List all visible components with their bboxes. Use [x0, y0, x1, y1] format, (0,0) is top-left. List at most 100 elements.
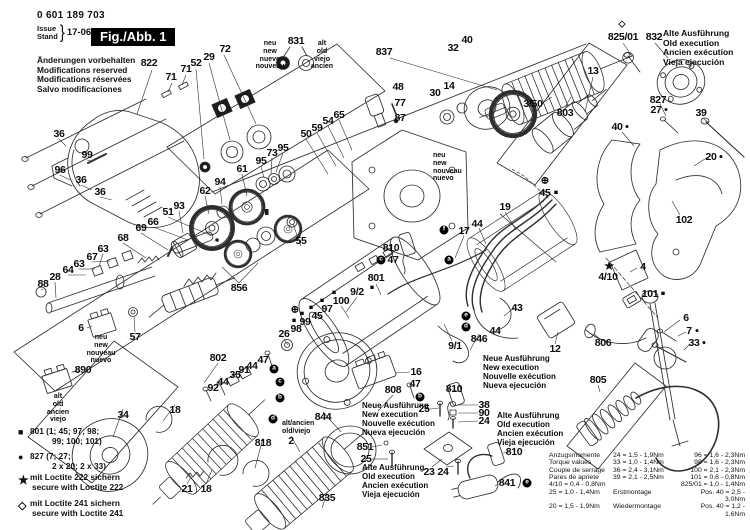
annotation-line: Alte Ausführung: [362, 463, 425, 472]
annotation-line: New execution: [362, 409, 419, 419]
figure-badge: Fig./Abb. 1: [91, 28, 176, 46]
part-label: 16: [410, 366, 422, 378]
marker-icon: ⊕: [540, 175, 550, 187]
part-label: 844: [314, 411, 332, 423]
annotation-line: Alte Ausführung: [663, 28, 730, 38]
torque-cell: Torque values: [549, 459, 592, 467]
annotation-line: Old execution: [362, 471, 415, 481]
part-label: 64: [62, 264, 74, 276]
part-label: 45: [539, 187, 551, 199]
part-label: 17: [458, 225, 470, 237]
part-label: 68: [117, 232, 129, 244]
part-label: 802: [209, 352, 227, 364]
notice-line: Modifications reserved: [37, 64, 128, 75]
torque-cell: 4/10 = 0,4 - 0,8Nm: [549, 481, 606, 489]
part-label: 890: [74, 364, 92, 376]
part-label: 50: [300, 128, 312, 140]
part-label: 101: [641, 288, 659, 300]
legend-text-line: 801 (1; 45; 97; 98;: [30, 426, 100, 436]
connector-letter: d: [461, 322, 471, 332]
part-label: 805: [589, 374, 607, 386]
legend-text-line: 827 (7; 27;: [30, 451, 71, 461]
part-label: 59: [311, 122, 323, 134]
connector-letter: b: [415, 392, 425, 402]
part-label: 69: [135, 222, 147, 234]
torque-cell: 33 = 1,0 - 1,4Nm: [613, 459, 664, 467]
marker-icon: ●: [624, 123, 630, 131]
part-label: 818: [254, 437, 272, 449]
part-label: 45: [311, 310, 323, 322]
annotation-line: new: [433, 159, 447, 167]
part-label: 6: [683, 312, 689, 324]
marker-icon: ■: [291, 317, 297, 325]
part-label: 28: [49, 271, 61, 283]
annotation-line: Ancien exécution: [362, 480, 429, 490]
part-label: 96: [54, 164, 66, 176]
marker-icon: ●: [718, 153, 724, 161]
marker-icon: ●: [694, 327, 700, 335]
connector-letter: b: [275, 393, 285, 403]
torque-cell: 100 = 2,1 - 2,3Nm: [690, 466, 745, 474]
part-label: 33: [688, 337, 700, 349]
part-label: 63: [73, 258, 85, 270]
part-label: 24: [437, 466, 449, 478]
part-label: 94: [214, 176, 226, 188]
notice-line: Salvo modificaciones: [37, 83, 122, 94]
annotation-line: New execution: [483, 362, 540, 372]
part-label: 806: [594, 337, 612, 349]
part-label: 35: [229, 369, 241, 381]
part-label: 77: [394, 97, 406, 109]
part-label: 851: [356, 441, 374, 453]
annotation-line: Vieja ejecución: [497, 437, 555, 447]
torque-cell: Pos. 40 = 2,5 - 3,0Nm: [700, 488, 745, 503]
torque-cell: Pos. 40 = 1,2 - 1,6Nm: [700, 503, 745, 518]
marker-icon: ⊕: [290, 304, 300, 316]
part-label: 57: [129, 331, 141, 343]
annotation-line: viejo: [314, 55, 330, 63]
torque-cell: Erstmontage: [613, 488, 652, 496]
annotation-line: Alte Ausführung: [497, 411, 560, 420]
legend-item: ■801 (1; 45; 97; 98;99; 100; 101): [18, 426, 102, 446]
part-label: 97: [321, 303, 333, 315]
part-label: 810: [505, 446, 523, 458]
part-label: 95: [277, 142, 289, 154]
marker-icon: ◇: [618, 18, 626, 29]
part-label: 40: [611, 121, 623, 133]
torque-cell: 98 = 1,6 - 2,3Nm: [694, 459, 745, 467]
part-label: 3/50: [523, 98, 543, 110]
legend-symbol-icon: ●: [18, 452, 24, 462]
part-label: 20: [705, 151, 717, 163]
marker-icon: ★: [604, 260, 614, 273]
part-label: 55: [295, 235, 307, 247]
part-label: 23: [423, 466, 435, 478]
annotation-line: old/viejo: [282, 427, 311, 435]
torque-cell: 39 = 2,1 - 2,5Nm: [613, 473, 664, 481]
marker-icon: ■: [308, 304, 314, 312]
legend-symbol-icon: ◇: [18, 500, 27, 512]
annotation-line: Old execution: [663, 37, 720, 48]
annotation-line: ancien: [310, 63, 334, 71]
annotation-line: alt: [53, 393, 63, 400]
part-label: 12: [549, 343, 561, 355]
part-label: 72: [219, 43, 231, 55]
part-label: 88: [37, 278, 49, 290]
connector-letter: d: [268, 414, 278, 424]
part-label: 25: [360, 453, 372, 465]
part-label: 825/01: [607, 31, 639, 43]
part-label: 91: [238, 364, 250, 376]
marker-icon: ■: [319, 297, 325, 305]
